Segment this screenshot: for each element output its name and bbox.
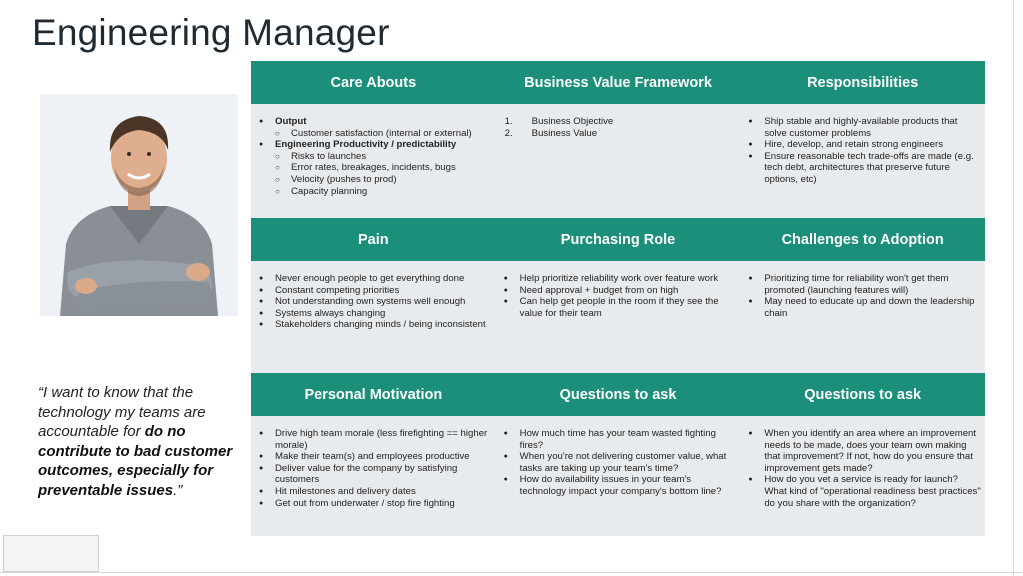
- section-body-row: Never enough people to get everything do…: [251, 261, 985, 373]
- list-item: Error rates, breakages, incidents, bugs: [257, 162, 492, 174]
- list-item: Deliver value for the company by satisfy…: [257, 463, 492, 486]
- care-abouts-cell: Output Customer satisfaction (internal o…: [251, 104, 496, 218]
- header-questions-to-ask: Questions to ask: [559, 386, 677, 403]
- list-item: Help prioritize reliability work over fe…: [502, 273, 737, 285]
- header-pain: Pain: [358, 231, 389, 248]
- list-item: How do you vet a service is ready for la…: [746, 474, 981, 509]
- header-purchasing-role: Purchasing Role: [560, 231, 676, 248]
- header-responsibilities: Responsibilities: [807, 74, 919, 91]
- business-value-cell: 1. Business Objective 2. Business Value: [496, 104, 741, 218]
- list-item: Systems always changing: [257, 308, 492, 320]
- list-item: Ensure reasonable tech trade-offs are ma…: [746, 151, 981, 186]
- header-challenges-to-adoption: Challenges to Adoption: [781, 231, 944, 248]
- list-item: Drive high team morale (less firefightin…: [257, 428, 492, 451]
- quote-text: “I want to know that the technology my t…: [38, 384, 206, 440]
- questions-cell-1: How much time has your team wasted fight…: [496, 416, 741, 536]
- header-care-abouts: Care Abouts: [330, 74, 417, 91]
- list-item: Velocity (pushes to prod): [257, 174, 492, 186]
- list-number: 2.: [504, 127, 513, 139]
- list-item: May need to educate up and down the lead…: [746, 296, 981, 319]
- list-item: Constant competing priorities: [257, 285, 492, 297]
- pain-cell: Never enough people to get everything do…: [251, 261, 496, 373]
- list-item: Engineering Productivity / predictabilit…: [257, 139, 492, 151]
- header-personal-motivation: Personal Motivation: [304, 386, 443, 403]
- persona-photo: [40, 94, 238, 316]
- quote-end: .”: [173, 481, 183, 499]
- section-body-row: Output Customer satisfaction (internal o…: [251, 104, 985, 218]
- section-header-row: Pain Purchasing Role Challenges to Adopt…: [251, 218, 985, 261]
- list-item: When you identify an area where an impro…: [746, 428, 981, 474]
- list-item: Capacity planning: [257, 186, 492, 198]
- list-item: 1. Business Objective: [502, 116, 737, 128]
- list-item: Get out from underwater / stop fire figh…: [257, 498, 492, 510]
- list-number: 1.: [504, 116, 513, 127]
- person-image-icon: [40, 94, 238, 316]
- personal-motivation-cell: Drive high team morale (less firefightin…: [251, 416, 496, 536]
- list-item: Hit milestones and delivery dates: [257, 486, 492, 498]
- section-header-row: Care Abouts Business Value Framework Res…: [251, 61, 985, 104]
- slide-thumbnail[interactable]: [3, 535, 99, 572]
- list-item: Hire, develop, and retain strong enginee…: [746, 139, 981, 151]
- list-item: Never enough people to get everything do…: [257, 273, 492, 285]
- list-item: Prioritizing time for reliability won't …: [746, 273, 981, 296]
- list-item: How much time has your team wasted fight…: [502, 428, 737, 451]
- challenges-cell: Prioritizing time for reliability won't …: [740, 261, 985, 373]
- page-title: Engineering Manager: [32, 12, 390, 53]
- header-business-value-framework: Business Value Framework: [524, 74, 712, 91]
- responsibilities-cell: Ship stable and highly-available product…: [740, 104, 985, 218]
- list-item: When you're not delivering customer valu…: [502, 451, 737, 474]
- divider: [0, 572, 1023, 573]
- list-item: Customer satisfaction (internal or exter…: [257, 128, 492, 140]
- purchasing-role-cell: Help prioritize reliability work over fe…: [496, 261, 741, 373]
- list-item: Output: [257, 116, 492, 128]
- header-questions-to-ask-2: Questions to ask: [804, 386, 922, 403]
- section-body-row: Drive high team morale (less firefightin…: [251, 416, 985, 536]
- list-item: Stakeholders changing minds / being inco…: [257, 319, 492, 331]
- divider: [1013, 0, 1014, 576]
- list-item: 2. Business Value: [502, 128, 737, 140]
- list-item-text: Business Value: [531, 127, 598, 139]
- list-item: Make their team(s) and employees product…: [257, 451, 492, 463]
- list-item: How do availability issues in your team'…: [502, 474, 737, 497]
- list-item: Risks to launches: [257, 151, 492, 163]
- section-header-row: Personal Motivation Questions to ask Que…: [251, 373, 985, 416]
- questions-cell-2: When you identify an area where an impro…: [740, 416, 985, 536]
- list-item-text: Business Objective: [531, 116, 614, 127]
- list-item: Not understanding own systems well enoug…: [257, 296, 492, 308]
- persona-quote: “I want to know that the technology my t…: [38, 383, 243, 500]
- list-item: Need approval + budget from on high: [502, 285, 737, 297]
- list-item: Ship stable and highly-available product…: [746, 116, 981, 139]
- list-item: Can help get people in the room if they …: [502, 296, 737, 319]
- quote-emphasis: do no contribute to bad customer outcome…: [38, 423, 233, 499]
